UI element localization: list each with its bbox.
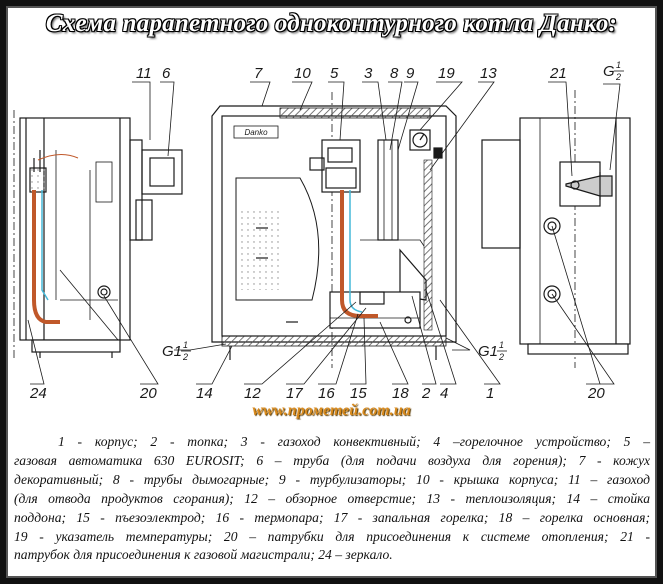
- callout-24: 24: [29, 385, 47, 400]
- callout-numbers: 11 6 7 10 5 3 8 9 19 13 21 24 20 14 12 1…: [29, 65, 605, 400]
- callout-18: 18: [392, 385, 409, 400]
- callout-19: 19: [438, 65, 455, 82]
- callout-15: 15: [350, 385, 367, 400]
- callout-3: 3: [364, 65, 373, 82]
- legend-line: поддона; 15 - пъезоэлектрод; 16 - термоп…: [14, 509, 650, 525]
- callout-1: 1: [486, 385, 494, 400]
- leader-lines: [27, 81, 621, 385]
- svg-text:2: 2: [498, 352, 504, 362]
- legend-line: газовая автоматика 630 EUROSIT; 6 – труб…: [14, 452, 650, 468]
- callout-21: 21: [549, 65, 567, 82]
- callout-17: 17: [286, 385, 303, 400]
- right-side-view: [481, 90, 631, 368]
- svg-text:1: 1: [616, 60, 621, 70]
- callout-11: 11: [136, 65, 152, 82]
- callout-12: 12: [244, 385, 261, 400]
- thread-label-top: G 1 2: [603, 60, 624, 82]
- callout-2: 2: [421, 385, 431, 400]
- svg-text:2: 2: [615, 72, 621, 82]
- callout-16: 16: [318, 385, 335, 400]
- callout-20-right: 20: [587, 385, 605, 400]
- front-view: Danko: [211, 92, 457, 368]
- thread-label-left: G1 1 2: [162, 340, 191, 362]
- callout-7: 7: [254, 65, 263, 82]
- callout-14: 14: [196, 385, 213, 400]
- legend-line: (для отвода продуктов сгорания); 12 – об…: [14, 490, 650, 506]
- callout-10: 10: [294, 65, 311, 82]
- callout-4: 4: [440, 385, 448, 400]
- legend-line: 19 - указатель температуры; 20 – патрубк…: [14, 528, 650, 544]
- callout-20-left: 20: [139, 385, 157, 400]
- svg-text:1: 1: [499, 340, 504, 350]
- svg-text:G1: G1: [162, 343, 182, 360]
- boiler-schematic: Danko: [13, 60, 631, 400]
- callout-5: 5: [330, 65, 339, 82]
- thread-size-labels: G 1 2 G1 1 2 G1 1 2: [162, 60, 624, 362]
- callout-13: 13: [480, 65, 497, 82]
- legend-line: патрубок для присоединения к газовой маг…: [14, 547, 393, 563]
- svg-text:2: 2: [182, 352, 188, 362]
- diagram-title: Схема парапетного одноконтурного котла Д…: [45, 10, 618, 37]
- legend-line: 1 - корпус; 2 - топка; 3 - газоход конве…: [58, 434, 650, 449]
- callout-8: 8: [390, 65, 399, 82]
- svg-text:1: 1: [183, 340, 188, 350]
- svg-text:G1: G1: [478, 343, 498, 360]
- callout-9: 9: [406, 65, 415, 82]
- thread-label-right: G1 1 2: [478, 340, 507, 362]
- left-side-view: [13, 110, 183, 360]
- website-link[interactable]: www.прометей.com.ua: [252, 402, 411, 419]
- legend: 1 - корпус; 2 - топка; 3 - газоход конве…: [14, 433, 650, 565]
- brand-plate-label: Danko: [244, 128, 268, 137]
- legend-line: декоративный; 8 - трубы дымогарные; 9 - …: [14, 471, 650, 487]
- callout-6: 6: [162, 65, 171, 82]
- svg-text:G: G: [603, 63, 615, 80]
